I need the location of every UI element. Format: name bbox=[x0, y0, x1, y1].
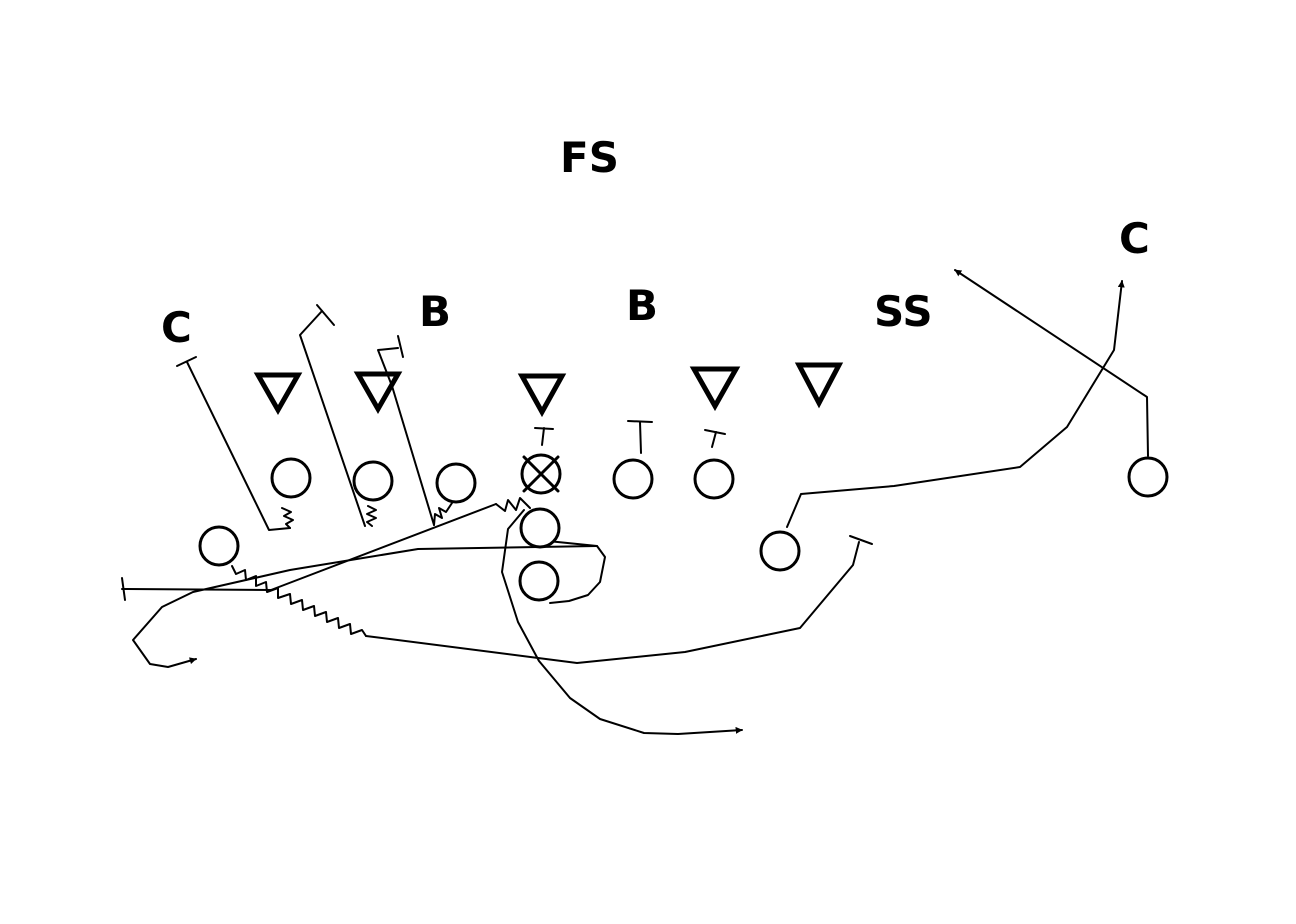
block-cap bbox=[176, 356, 197, 367]
label-backer-right: B bbox=[626, 281, 658, 330]
block-path-right-guard bbox=[639, 421, 642, 454]
player-right-guard bbox=[612, 458, 654, 500]
zigzag-block bbox=[281, 507, 294, 529]
block-cap bbox=[849, 535, 873, 545]
label-free-safety: FS bbox=[560, 133, 619, 182]
player-wingback bbox=[759, 530, 801, 572]
route-loop bbox=[537, 539, 606, 604]
player-right-tackle bbox=[693, 458, 735, 500]
defender-triangle-5 bbox=[794, 362, 844, 409]
player-left-tackle bbox=[352, 460, 394, 502]
route-swing-left bbox=[132, 545, 598, 668]
block-path-left-tackle bbox=[299, 310, 366, 527]
zigzag-block bbox=[366, 505, 377, 527]
player-fullback bbox=[518, 560, 560, 602]
zigzag-block bbox=[433, 502, 453, 526]
label-corner-right: C bbox=[1119, 214, 1150, 263]
player-left-end bbox=[270, 457, 312, 499]
player-left-halfback bbox=[198, 525, 240, 567]
block-cap bbox=[121, 577, 126, 601]
block-path-center bbox=[541, 427, 545, 446]
label-backer-left: B bbox=[419, 287, 451, 336]
label-strong-safety: SS bbox=[874, 287, 933, 336]
block-path-left-end bbox=[186, 361, 291, 531]
player-center bbox=[520, 453, 562, 495]
block-cap bbox=[316, 304, 335, 326]
route-split-end bbox=[954, 269, 1149, 457]
defender-triangle-1 bbox=[253, 372, 303, 416]
label-corner-left: C bbox=[161, 303, 192, 352]
player-quarterback bbox=[519, 507, 561, 549]
player-split-end bbox=[1127, 456, 1169, 498]
defender-triangle-2 bbox=[353, 371, 403, 415]
block-path-left-guard bbox=[377, 347, 435, 526]
block-cap bbox=[627, 420, 653, 423]
zigzag-block bbox=[231, 565, 367, 637]
route-fullback bbox=[501, 509, 743, 735]
block-cap bbox=[704, 429, 726, 435]
route-halfback-right bbox=[365, 541, 860, 664]
block-cap bbox=[397, 335, 404, 358]
player-left-guard bbox=[435, 462, 477, 504]
block-cap bbox=[534, 427, 554, 430]
block-path-right-tackle bbox=[711, 431, 717, 448]
zigzag-block bbox=[495, 497, 531, 512]
defender-triangle-4 bbox=[689, 366, 741, 412]
defender-triangle-3 bbox=[517, 373, 567, 418]
route-wing-deep bbox=[786, 280, 1125, 528]
